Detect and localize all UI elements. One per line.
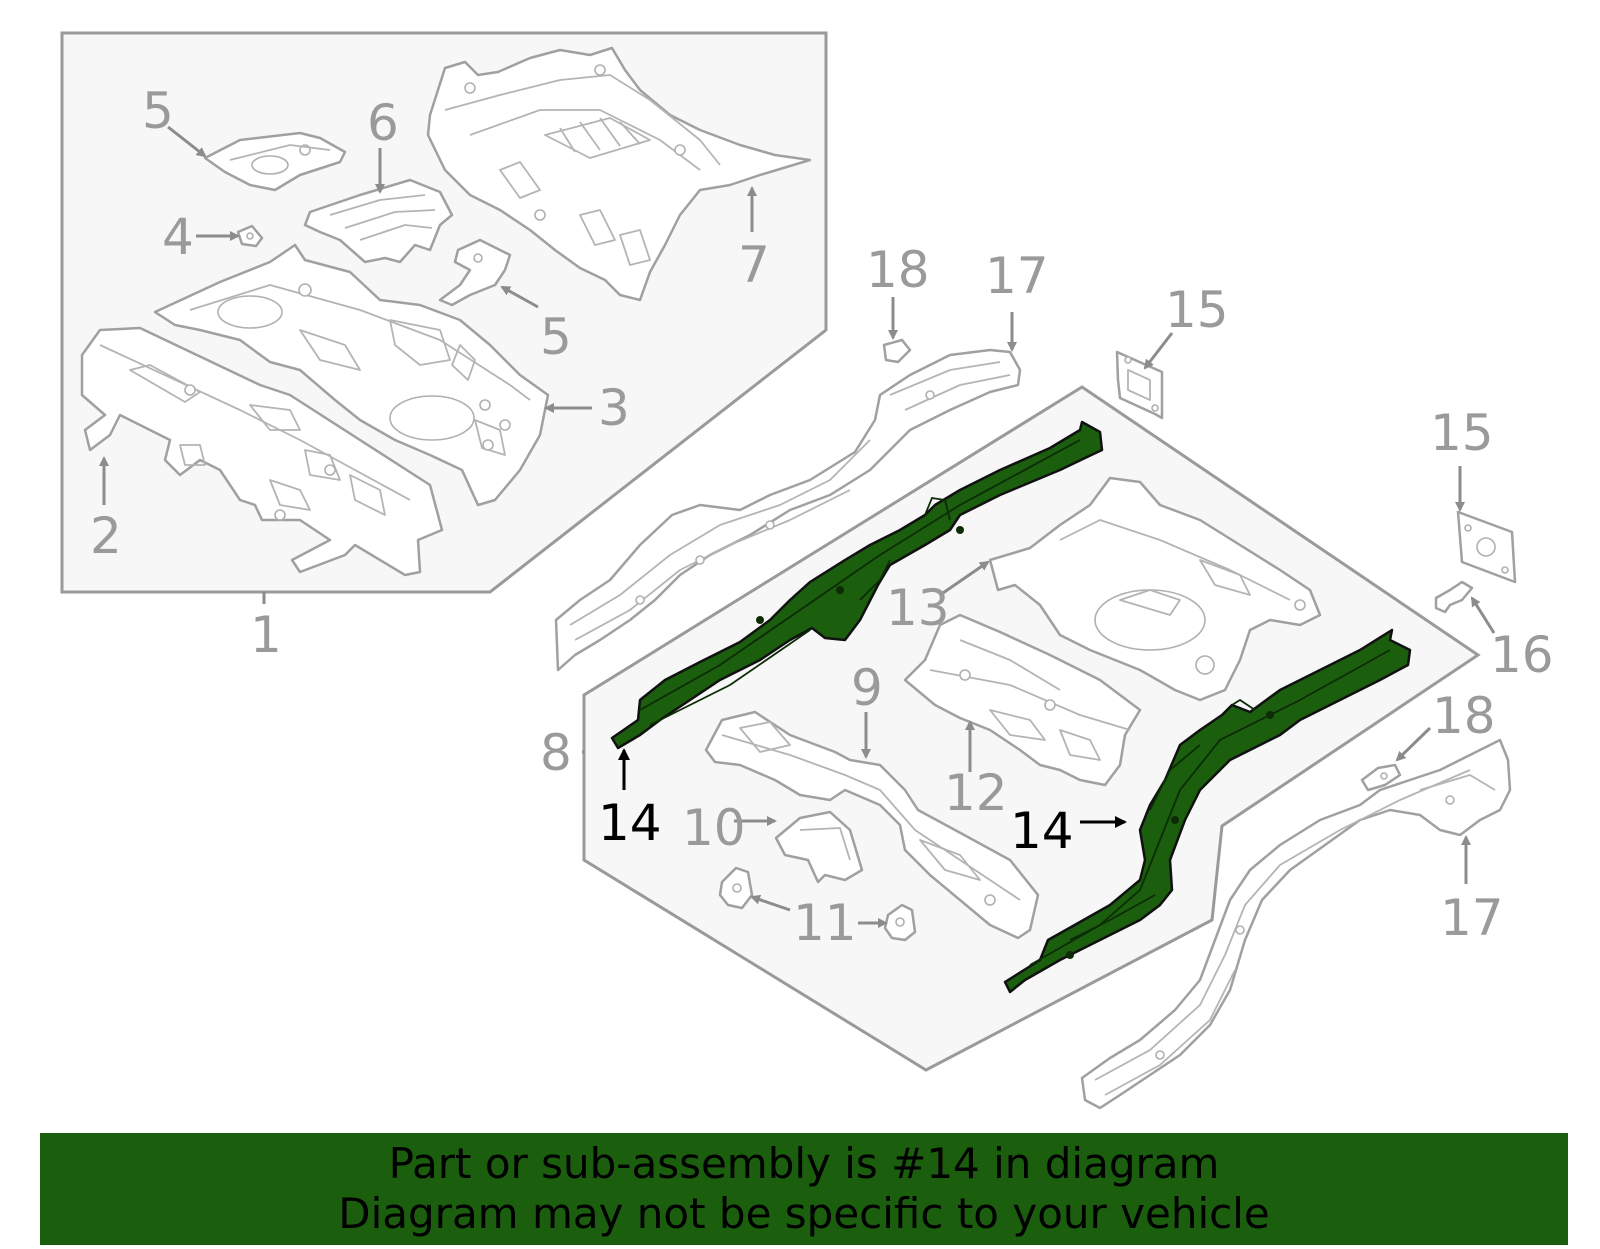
part-info-banner: Part or sub-assembly is #14 in diagram D…	[40, 1133, 1568, 1245]
part-9-rear-crossmember	[704, 710, 1040, 940]
callout-8: 8	[540, 724, 572, 782]
part-5-upper-reinforcement	[203, 131, 347, 192]
part-18-bracket-upper	[882, 338, 912, 364]
callout-2: 2	[90, 507, 122, 565]
callout-14-left: 14	[598, 794, 662, 852]
group-1-floor-pan-assembly	[60, 31, 828, 604]
callout-6: 6	[367, 94, 399, 152]
part-14-rear-side-member-right	[1003, 628, 1412, 994]
callout-5-lower: 5	[540, 308, 572, 366]
callout-1: 1	[250, 606, 282, 664]
part-17-rear-side-rail-right	[1080, 738, 1512, 1110]
part-16-clip	[1434, 580, 1474, 614]
callout-16: 16	[1490, 626, 1554, 684]
part-2-front-floor-member	[80, 326, 444, 577]
callout-4: 4	[162, 208, 194, 266]
banner-line-part: Part or sub-assembly is #14 in diagram	[388, 1139, 1220, 1188]
part-14-rear-side-member-left	[610, 420, 1104, 750]
callout-11: 11	[793, 894, 857, 952]
callout-18-upper: 18	[866, 241, 930, 299]
part-10-bracket	[774, 810, 864, 884]
part-15-plate-lower	[1456, 510, 1517, 584]
callout-7: 7	[738, 236, 770, 294]
part-11-bracket-right	[883, 903, 917, 942]
banner-line-disclaimer: Diagram may not be specific to your vehi…	[338, 1189, 1270, 1238]
part-4-bracket	[236, 224, 264, 248]
callout-18-lower: 18	[1432, 687, 1496, 745]
part-12-reinforcement-panel	[903, 613, 1142, 787]
callout-15-lower: 15	[1430, 404, 1494, 462]
part-17-rear-side-rail-left	[554, 348, 1022, 672]
callout-12: 12	[944, 764, 1008, 822]
callout-10: 10	[682, 799, 746, 857]
part-11-bracket-left	[718, 866, 754, 910]
group-8-rear-frame-assembly	[582, 385, 1481, 1072]
callout-17-upper: 17	[985, 247, 1049, 305]
callout-17-lower: 17	[1440, 889, 1504, 947]
callout-14-right: 14	[1010, 802, 1074, 860]
part-3-front-floor-pan	[153, 243, 550, 507]
callout-9: 9	[851, 659, 883, 717]
part-5-lower-bracket	[438, 238, 512, 307]
callout-15-upper: 15	[1165, 281, 1229, 339]
parts-diagram: 1 2 3 4 5 5 6 7 8 9 10 11 12 13 14 14 15…	[60, 31, 1554, 1110]
callout-13: 13	[886, 579, 950, 637]
part-18-bracket-lower	[1360, 763, 1402, 792]
part-15-plate-upper	[1115, 350, 1164, 420]
callout-3: 3	[598, 379, 630, 437]
part-6-seat-crossmember	[303, 178, 454, 264]
part-13-spare-tire-pan	[988, 476, 1322, 702]
part-7-rear-floor-pan	[426, 46, 812, 302]
callout-5-upper: 5	[142, 82, 174, 140]
